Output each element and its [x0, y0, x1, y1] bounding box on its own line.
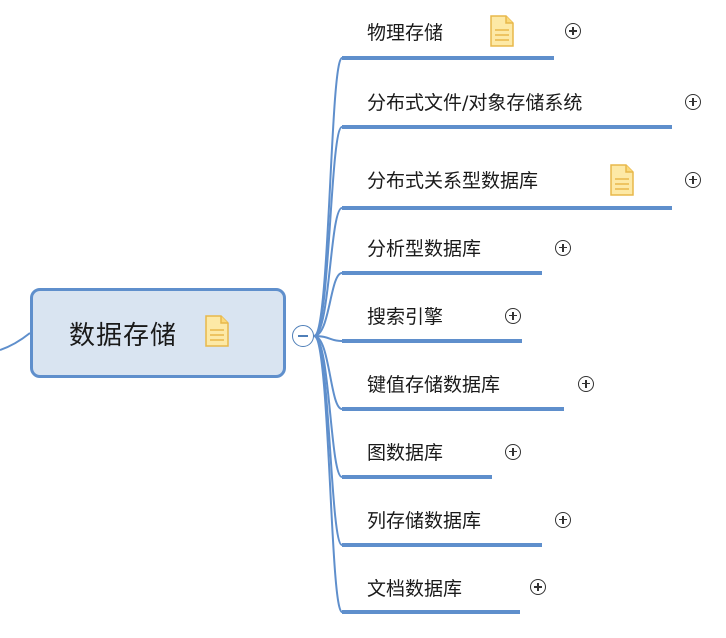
child-topic-node[interactable]: 分析型数据库	[367, 226, 481, 269]
child-topic-node[interactable]: 分布式关系型数据库	[367, 155, 538, 204]
expand-plus-icon[interactable]	[555, 511, 571, 528]
branch-curve	[313, 207, 343, 337]
branch-curve	[313, 335, 343, 613]
branch-curve	[313, 126, 343, 337]
child-topic-label: 搜索引擎	[367, 306, 444, 328]
child-topic-label: 图数据库	[367, 442, 444, 464]
parent-connector	[0, 332, 31, 351]
collapse-minus-icon[interactable]	[292, 325, 314, 347]
branch-curve	[313, 57, 343, 337]
expand-plus-icon[interactable]	[565, 23, 581, 39]
branch-curve	[313, 335, 343, 410]
child-topic-label: 物理存储	[367, 21, 444, 44]
expand-plus-icon[interactable]	[685, 171, 701, 188]
child-topic-node[interactable]: 列存储数据库	[367, 498, 481, 541]
branch-curve	[313, 272, 343, 337]
expand-plus-icon[interactable]	[685, 93, 701, 110]
root-node-label: 数据存储	[69, 320, 178, 351]
child-topic-label: 分布式文件/对象存储系统	[367, 92, 583, 114]
child-topic-node[interactable]: 物理存储	[367, 8, 443, 54]
expand-plus-icon[interactable]	[530, 579, 546, 595]
root-node[interactable]: 数据存储	[30, 288, 286, 378]
child-topic-node[interactable]: 分布式文件/对象存储系统	[367, 80, 582, 123]
expand-plus-icon[interactable]	[505, 443, 521, 460]
expand-plus-icon[interactable]	[578, 375, 594, 392]
child-topic-label: 键值存储数据库	[367, 374, 501, 396]
child-topic-node[interactable]: 文档数据库	[367, 566, 462, 608]
child-topic-node[interactable]: 搜索引擎	[367, 294, 443, 337]
child-topic-label: 文档数据库	[367, 577, 463, 600]
child-topic-label: 列存储数据库	[367, 510, 482, 532]
child-topic-label: 分析型数据库	[367, 238, 482, 260]
expand-plus-icon[interactable]	[505, 307, 521, 324]
expand-plus-icon[interactable]	[555, 239, 571, 256]
child-topic-node[interactable]: 图数据库	[367, 430, 443, 473]
note-icon[interactable]	[205, 315, 229, 351]
note-icon[interactable]	[490, 15, 514, 51]
note-icon[interactable]	[610, 163, 634, 200]
child-topic-label: 分布式关系型数据库	[367, 170, 539, 192]
child-topic-node[interactable]: 键值存储数据库	[367, 362, 500, 405]
